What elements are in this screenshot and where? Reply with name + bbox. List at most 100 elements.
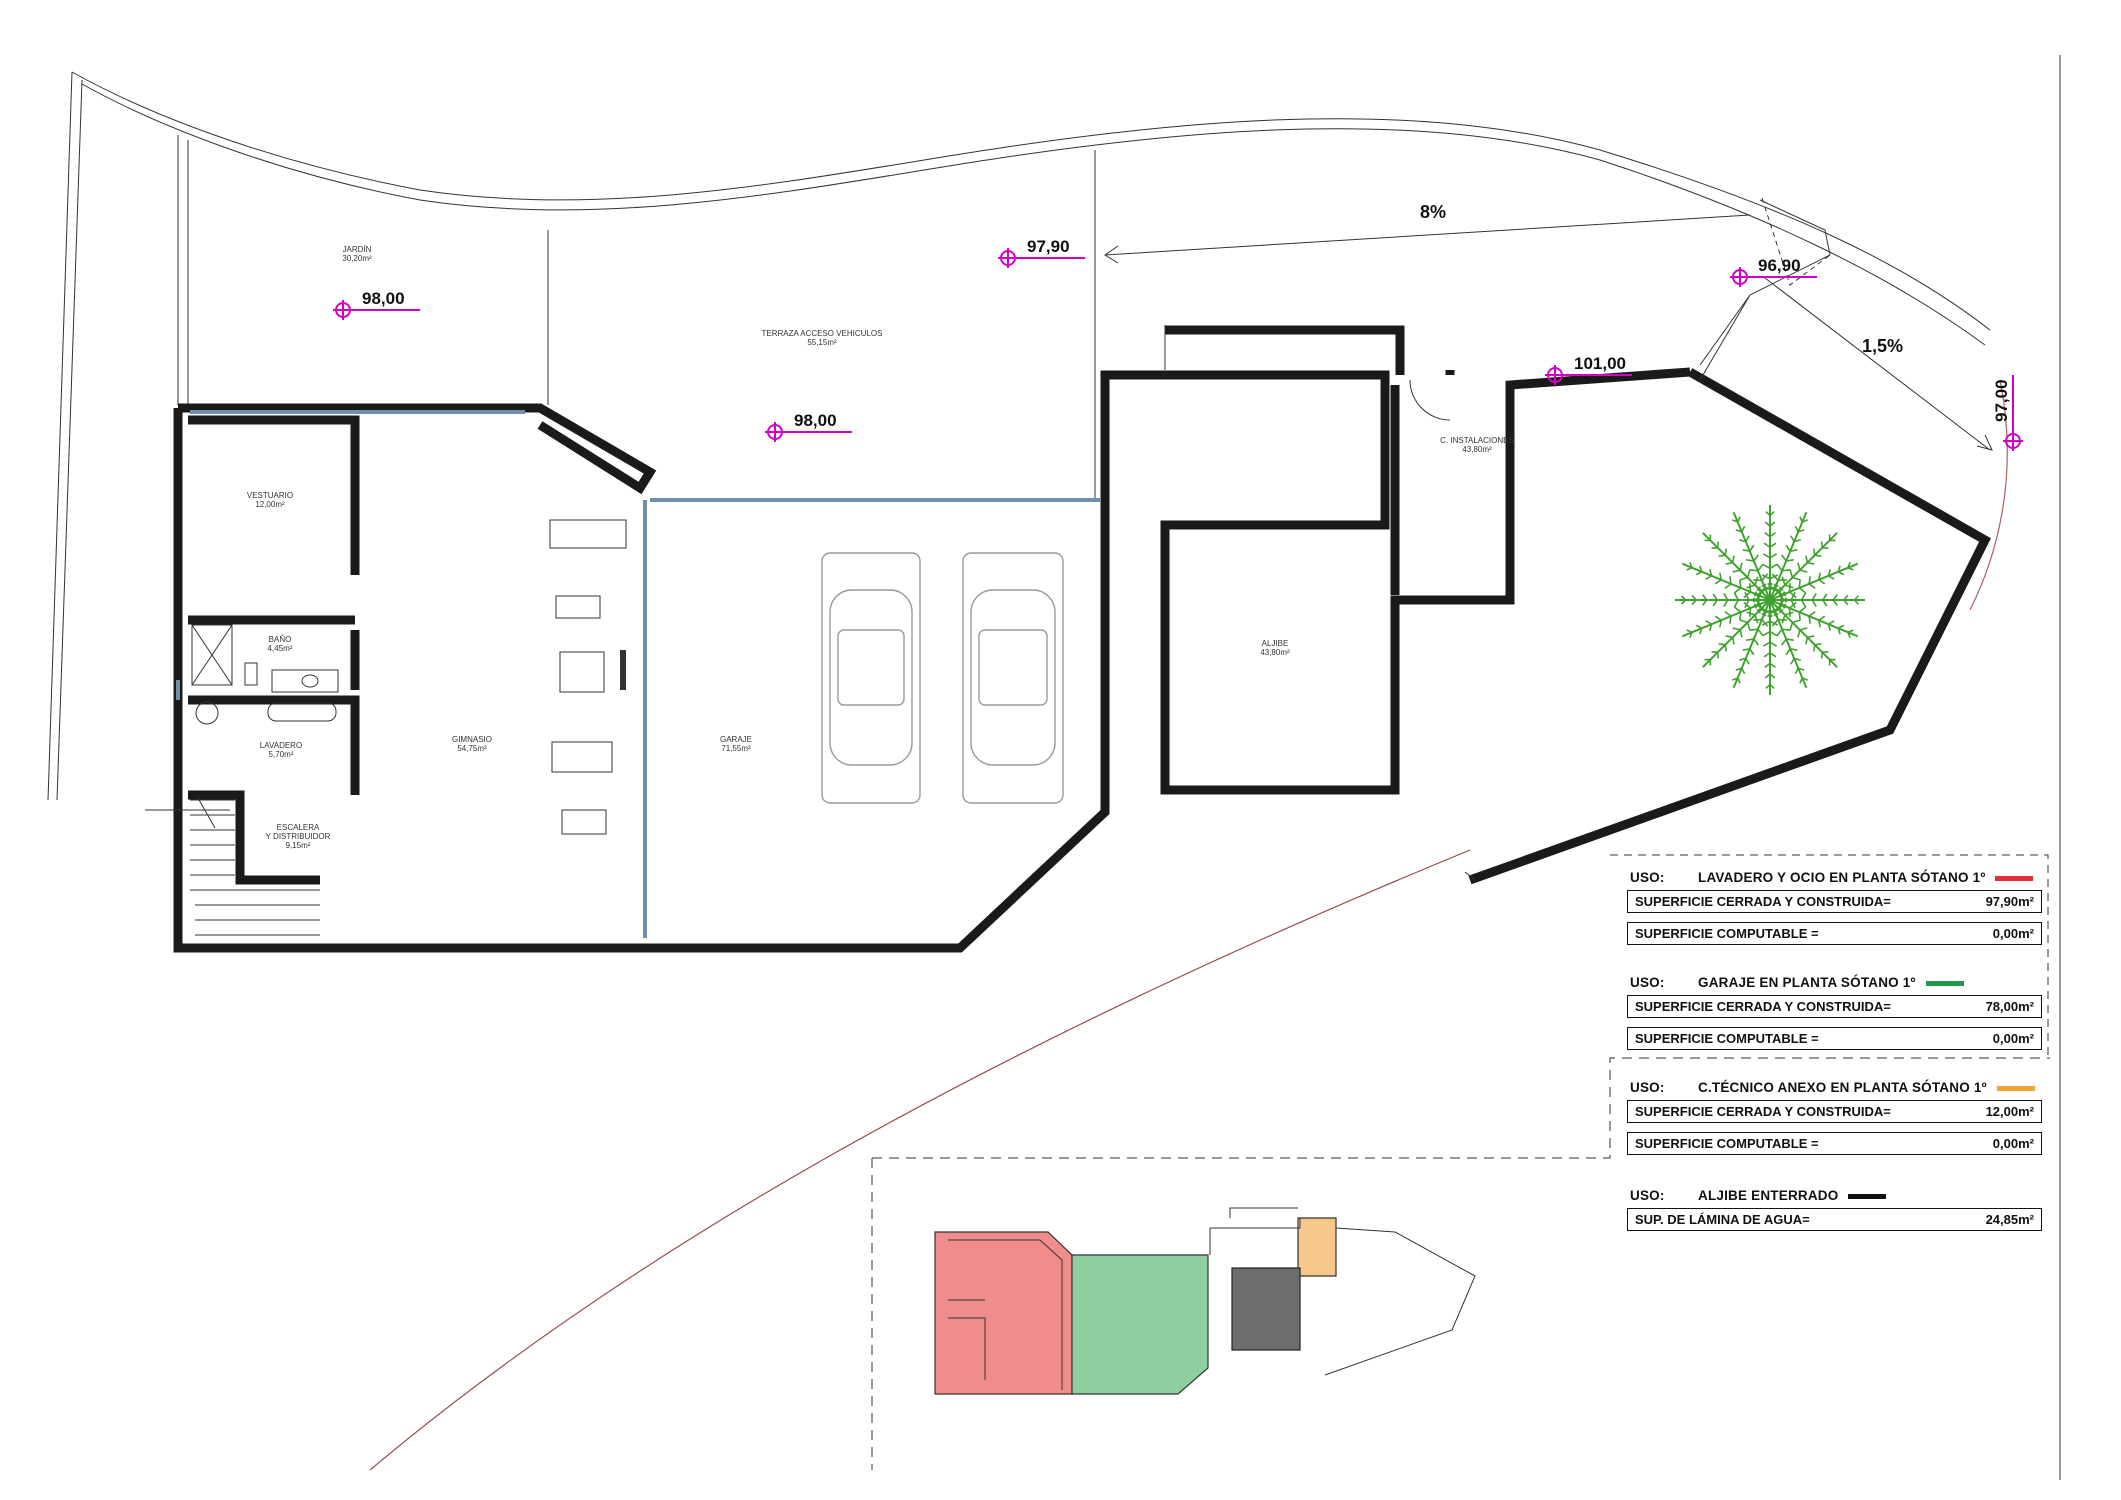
palm-leaflet <box>1711 541 1720 550</box>
palm-leaflet <box>1732 627 1743 638</box>
palm-leaflet <box>1680 595 1687 605</box>
palm-leaflet <box>1746 554 1760 562</box>
palm-leaflet <box>1813 643 1822 652</box>
garage-cars <box>821 552 1064 804</box>
level-marker: 97,90 <box>998 237 1085 268</box>
legend-surface-row: SUPERFICIE COMPUTABLE =0,00m² <box>1627 1027 2042 1050</box>
palm-frond <box>1702 599 1771 668</box>
slope-ramp-label: 8% <box>1420 202 1446 222</box>
palm-leaflet <box>1739 535 1750 543</box>
palm-leaflet <box>1725 555 1735 565</box>
palm-leaflet <box>1837 565 1845 576</box>
legend-surface-label: SUP. DE LÁMINA DE AGUA= <box>1635 1212 1810 1227</box>
room-lavadero-name: LAVADERO <box>260 741 302 750</box>
palm-leaflet <box>1714 572 1723 585</box>
palm-leaflet <box>1764 532 1776 538</box>
legend-surface-value: 78,00m² <box>1985 999 2034 1014</box>
room-garaje-name: GARAJE <box>720 735 752 744</box>
palm-leaflet <box>1705 620 1713 631</box>
palm-leaflet <box>1776 563 1791 572</box>
palm-leaflet <box>1762 641 1778 647</box>
legend-uso-text: ALJIBE ENTERRADO <box>1698 1188 1839 1203</box>
palm-leaflet <box>1746 638 1760 646</box>
key-aljibe-zone <box>1231 1267 1301 1351</box>
legend-color-swatch <box>1848 1193 1887 1199</box>
palm-leaflet <box>1739 657 1750 665</box>
palm-leaflet <box>1731 516 1741 524</box>
legend-surface-value: 0,00m² <box>1992 1031 2034 1046</box>
palm-leaflet <box>1763 542 1777 549</box>
palm-leaflet <box>1714 615 1723 628</box>
legend-color-swatch <box>1925 980 1964 986</box>
palm-leaflet <box>1817 572 1826 585</box>
palm-frond <box>1732 511 1771 601</box>
palm-leaflet <box>1691 594 1698 606</box>
palm-leaflet <box>1805 555 1815 565</box>
room-gimnasio-name: GIMNASIO <box>452 735 492 744</box>
palm-leaflet <box>1739 569 1751 581</box>
legend-surface-row: SUPERFICIE COMPUTABLE =0,00m² <box>1627 922 2042 945</box>
legend-surface-label: SUPERFICIE COMPUTABLE = <box>1635 1136 1819 1151</box>
key-tecnico-zone <box>1297 1217 1337 1277</box>
room-escalera-area: 9,15m² <box>286 841 311 850</box>
room-terraza-name: TERRAZA ACCESO VEHICULOS <box>762 329 883 338</box>
legend-surface-value: 97,90m² <box>1985 894 2034 909</box>
palm-leaflet <box>1789 619 1801 631</box>
room-gimnasio-area: 54,75m² <box>457 744 487 753</box>
palm-leaflet <box>1704 658 1712 666</box>
room-bano-area: 4,45m² <box>268 644 293 653</box>
legend-surface-label: SUPERFICIE CERRADA Y CONSTRUIDA= <box>1635 894 1891 909</box>
key-lavadero-zone <box>934 1231 1073 1395</box>
room-lavadero-area: 5,70m² <box>269 750 294 759</box>
palm-leaflet <box>1705 569 1713 580</box>
palm-leaflet <box>1827 569 1835 580</box>
key-garaje-zone <box>1071 1254 1209 1395</box>
palm-leaflet <box>1828 534 1836 542</box>
gym-equipment <box>549 519 627 835</box>
room-aljibe-name: ALJIBE <box>1262 639 1289 648</box>
palm-leaflet <box>1832 594 1838 606</box>
level-ramp-right: 96,90 <box>1758 256 1801 275</box>
legend-uso-heading: USO:GARAJE EN PLANTA SÓTANO 1º <box>1630 975 1964 990</box>
bathroom-fixtures <box>191 624 339 725</box>
palm-leaflet <box>1780 638 1794 646</box>
legend-surface-value: 24,85m² <box>1985 1212 2034 1227</box>
palm-leaflet <box>1762 563 1778 570</box>
palm-leaflet <box>1718 548 1727 557</box>
palm-leaflet <box>1805 635 1815 645</box>
palm-leaflet <box>1811 592 1817 608</box>
palm-frond <box>1732 599 1771 689</box>
palm-leaflet <box>1764 662 1776 668</box>
palm-leaflet <box>1827 620 1835 631</box>
palm-leaflet <box>1776 628 1791 637</box>
palm-leaflet <box>1821 593 1828 607</box>
level-marker: 97,00 <box>1992 375 2023 451</box>
palm-leaflet <box>1723 592 1729 608</box>
palm-leaflet <box>1765 683 1775 690</box>
legend-uso-text: GARAJE EN PLANTA SÓTANO 1º <box>1698 975 1916 990</box>
room-instalaciones-area: 43,80m² <box>1462 445 1492 454</box>
palm-leaflet <box>1785 647 1798 656</box>
palm-leaflet <box>1749 563 1764 572</box>
palm-leaflet <box>1800 592 1807 608</box>
stairs <box>145 797 320 936</box>
palm-leaflet <box>1732 562 1743 573</box>
level-terraza-top: 97,90 <box>1027 237 1070 256</box>
room-garaje-area: 71,55m² <box>721 744 751 753</box>
legend-surface-row: SUPERFICIE CERRADA Y CONSTRUIDA= 97,90m² <box>1627 890 2042 913</box>
palm-leaflet <box>1724 610 1732 624</box>
legend-surface-row: SUPERFICIE CERRADA Y CONSTRUIDA=12,00m² <box>1627 1100 2042 1123</box>
room-instalaciones-name: C. INSTALACIONES <box>1440 436 1514 445</box>
site-boundary <box>47 55 2061 1480</box>
legend-surface-value: 0,00m² <box>1992 926 2034 941</box>
palm-leaflet <box>1762 553 1778 559</box>
palm-leaflet <box>1762 630 1778 637</box>
palm-leaflet <box>1837 624 1845 635</box>
palm-frond <box>1769 562 1859 601</box>
legend-uso-heading: USO:LAVADERO Y OCIO EN PLANTA SÓTANO 1º <box>1630 870 2034 885</box>
palm-leaflet <box>1798 606 1807 621</box>
level-markers: 98,00 97,90 98,00 96,90 101,00 97,00 <box>333 237 2023 451</box>
room-jardin-area: 30,20m² <box>342 254 372 263</box>
room-escalera-name-2: Y DISTRIBUIDOR <box>266 832 331 841</box>
legend-surface-row: SUP. DE LÁMINA DE AGUA= 24,85m² <box>1627 1208 2042 1231</box>
